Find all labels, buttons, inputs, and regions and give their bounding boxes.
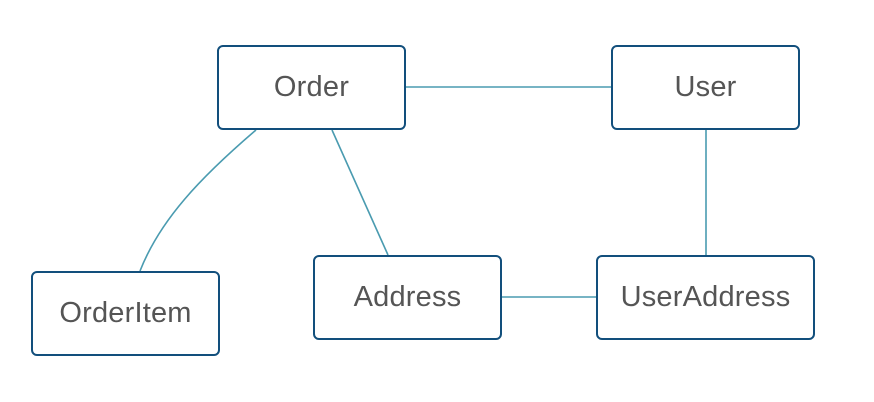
node-useraddress-label: UserAddress [620,281,791,313]
node-address[interactable]: Address [313,255,502,340]
edge-order-address [331,129,389,256]
node-user-label: User [674,71,737,103]
edge-order-orderitem [139,129,257,272]
node-orderitem[interactable]: OrderItem [31,271,220,356]
node-user[interactable]: User [611,45,800,130]
node-order-label: Order [273,71,350,103]
node-order[interactable]: Order [217,45,406,130]
node-address-label: Address [353,281,462,313]
node-useraddress[interactable]: UserAddress [596,255,815,340]
node-orderitem-label: OrderItem [59,297,192,329]
